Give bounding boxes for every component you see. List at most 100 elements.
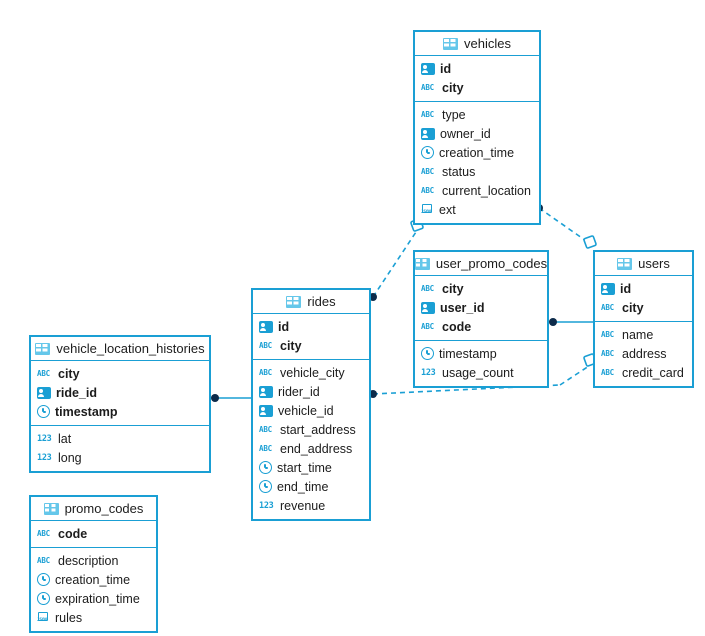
column-name: creation_time (439, 145, 515, 160)
table-header[interactable]: rides (253, 290, 369, 314)
column-row[interactable]: start_time (253, 458, 369, 477)
123-icon: 123 (259, 500, 274, 511)
table-grid-icon (443, 37, 459, 50)
column-name: timestamp (439, 346, 497, 361)
abc-icon: ABC (421, 321, 434, 331)
column-name: city (58, 366, 80, 381)
table-header[interactable]: promo_codes (31, 497, 156, 521)
clock-icon (37, 592, 50, 605)
column-row[interactable]: rider_id (253, 382, 369, 401)
column-name: end_time (277, 479, 329, 494)
column-row[interactable]: creation_time (415, 143, 539, 162)
link-upc-users[interactable] (549, 318, 593, 326)
column-row[interactable]: expiration_time (31, 589, 156, 608)
column-row[interactable]: ABC code (415, 317, 547, 336)
column-row[interactable]: timestamp (415, 344, 547, 363)
abc-icon: ABC (421, 109, 434, 119)
123-icon: 123 (37, 452, 52, 463)
column-row[interactable]: ABC city (31, 364, 209, 383)
column-name: timestamp (55, 404, 118, 419)
column-row[interactable]: rules (31, 608, 156, 627)
abc-icon: ABC (601, 329, 614, 339)
clock-icon (37, 573, 50, 586)
table-header[interactable]: user_promo_codes (414, 252, 547, 276)
column-row[interactable]: ext (415, 200, 539, 219)
column-row[interactable]: id (595, 279, 692, 298)
column-name: credit_card (622, 365, 684, 380)
column-row[interactable]: id (415, 59, 539, 78)
column-name: id (440, 61, 452, 76)
column-name: city (622, 300, 644, 315)
abc-icon: ABC (37, 368, 50, 378)
abc-icon: ABC (421, 82, 434, 92)
column-row[interactable]: ride_id (31, 383, 209, 402)
column-name: start_address (280, 422, 356, 437)
table-name: vehicle_location_histories (56, 341, 205, 356)
table-name: rides (307, 294, 336, 309)
abc-icon: ABC (601, 348, 614, 358)
column-name: code (442, 319, 472, 334)
abc-icon: ABC (421, 185, 434, 195)
abc-icon: ABC (259, 443, 272, 453)
column-name: id (278, 319, 290, 334)
column-name: description (58, 553, 119, 568)
column-row[interactable]: owner_id (415, 124, 539, 143)
column-row[interactable]: user_id (415, 298, 547, 317)
link-vehicles-users[interactable] (535, 204, 597, 249)
abc-icon: ABC (37, 528, 50, 538)
table-header[interactable]: vehicles (415, 32, 539, 56)
column-row[interactable]: ABC name (595, 325, 692, 344)
column-name: owner_id (440, 126, 491, 141)
column-row[interactable]: timestamp (31, 402, 209, 421)
link-vlh-rides[interactable] (211, 394, 251, 402)
clock-icon (259, 480, 272, 493)
table-header[interactable]: vehicle_location_histories (31, 337, 209, 361)
table-header[interactable]: users (595, 252, 692, 276)
column-name: expiration_time (55, 591, 140, 606)
column-row[interactable]: end_time (253, 477, 369, 496)
column-name: vehicle_id (278, 403, 334, 418)
json-icon (37, 611, 50, 624)
column-name: name (622, 327, 654, 342)
table-name: promo_codes (64, 501, 144, 516)
column-row[interactable]: id (253, 317, 369, 336)
column-name: city (442, 281, 464, 296)
column-name: start_time (277, 460, 332, 475)
column-row[interactable]: creation_time (31, 570, 156, 589)
column-name: rules (55, 610, 83, 625)
123-icon: 123 (421, 367, 436, 378)
column-row[interactable]: vehicle_id (253, 401, 369, 420)
